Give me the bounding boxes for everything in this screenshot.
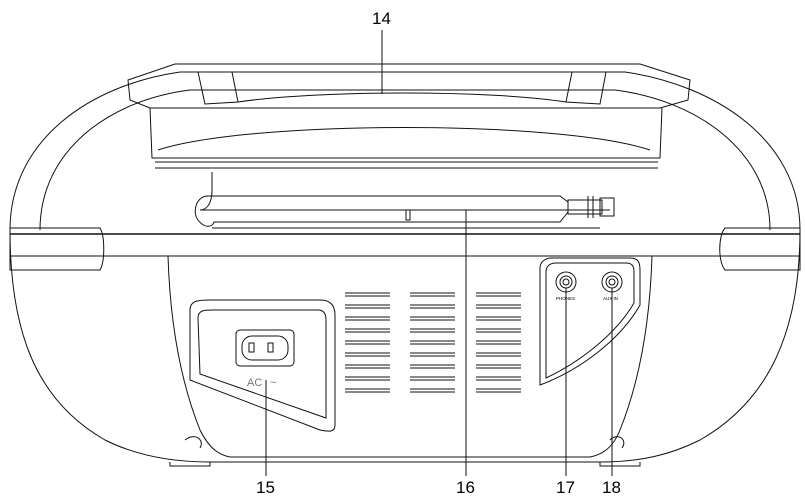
- vent-slots: [345, 293, 521, 392]
- jack-panel: [540, 258, 640, 385]
- phones-label: PHONES: [556, 296, 575, 301]
- handle: [128, 64, 690, 168]
- foot-right: [600, 462, 640, 466]
- rear-panel: [168, 256, 652, 457]
- foot-left: [170, 462, 210, 466]
- callout-16: 16: [456, 479, 475, 496]
- antenna: [195, 172, 614, 228]
- ac-symbol: ~: [270, 377, 276, 389]
- body-inner-outline: [40, 90, 770, 230]
- callout-18: 18: [602, 479, 621, 496]
- aux-in-label: AUX IN: [603, 296, 618, 301]
- callout-15: 15: [256, 479, 275, 496]
- ac-label: AC: [247, 377, 262, 389]
- callout-14: 14: [372, 10, 391, 27]
- body-outline: [10, 72, 800, 462]
- ac-housing: [190, 300, 335, 431]
- callout-17: 17: [556, 479, 575, 496]
- ac-socket: [236, 330, 294, 366]
